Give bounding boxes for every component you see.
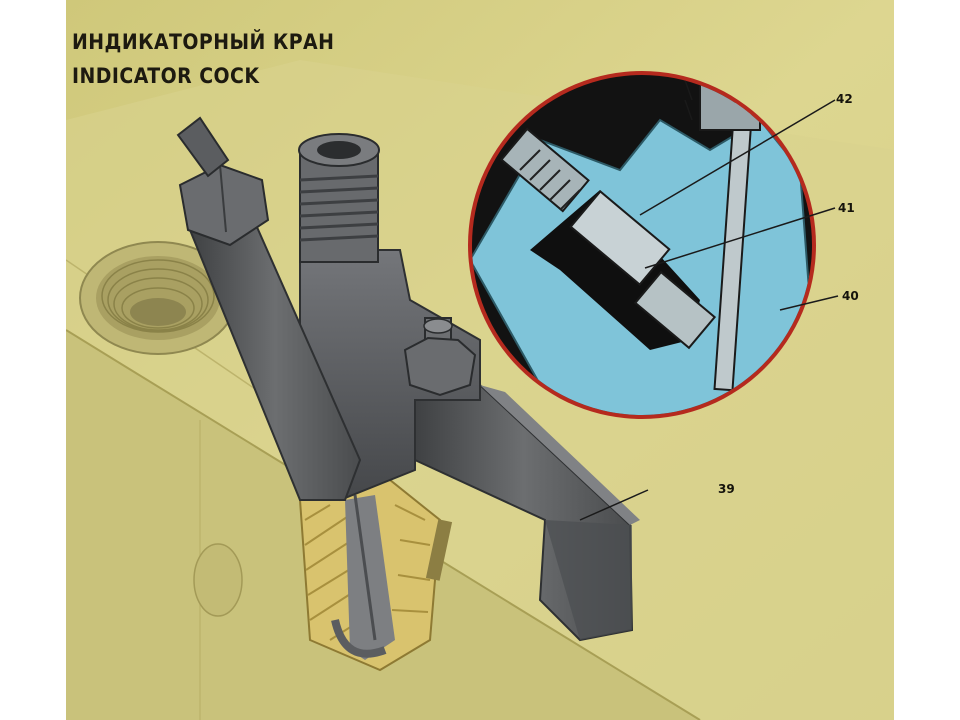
cock-body (176, 116, 640, 642)
indicator-cock-illustration (66, 0, 894, 720)
callout-40: 40 (842, 289, 859, 303)
callout-39: 39 (718, 482, 735, 496)
callout-42: 42 (836, 92, 853, 106)
indicator-cock-poster: ИНДИКАТОРНЫЙ КРАН INDICATOR COCK 42 41 4… (66, 0, 894, 720)
callout-41: 41 (838, 201, 855, 215)
detail-inset (468, 71, 839, 419)
leader-39 (579, 489, 649, 521)
title-russian: ИНДИКАТОРНЫЙ КРАН (72, 30, 335, 54)
title-english: INDICATOR COCK (72, 64, 260, 88)
front-hole (193, 543, 243, 617)
threaded-outlet (298, 133, 380, 263)
threaded-hole (79, 241, 237, 355)
arm-nut (403, 317, 477, 397)
cutaway-section (298, 478, 453, 672)
